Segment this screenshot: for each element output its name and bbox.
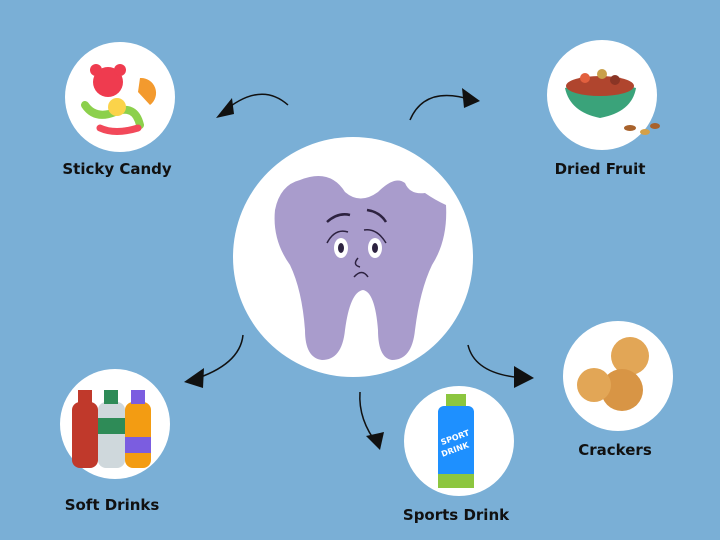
soda-bottles-icon: [72, 390, 151, 468]
crackers-icon: [577, 337, 649, 411]
label-dried-fruit: Dried Fruit: [554, 160, 646, 178]
arrow-to-dried-fruit: [409, 94, 473, 121]
label-sports-drink: Sports Drink: [402, 506, 510, 524]
label-sticky-candy: Sticky Candy: [62, 160, 172, 178]
dried-fruit-bowl-icon: [565, 69, 660, 135]
label-crackers: Crackers: [578, 441, 652, 459]
label-soft-drinks: Soft Drinks: [64, 496, 160, 514]
sad-tooth-icon: [274, 176, 447, 360]
gummy-candy-icon: [81, 64, 157, 135]
sports-drink-bottle-icon: SPORT DRINK: [438, 394, 474, 488]
